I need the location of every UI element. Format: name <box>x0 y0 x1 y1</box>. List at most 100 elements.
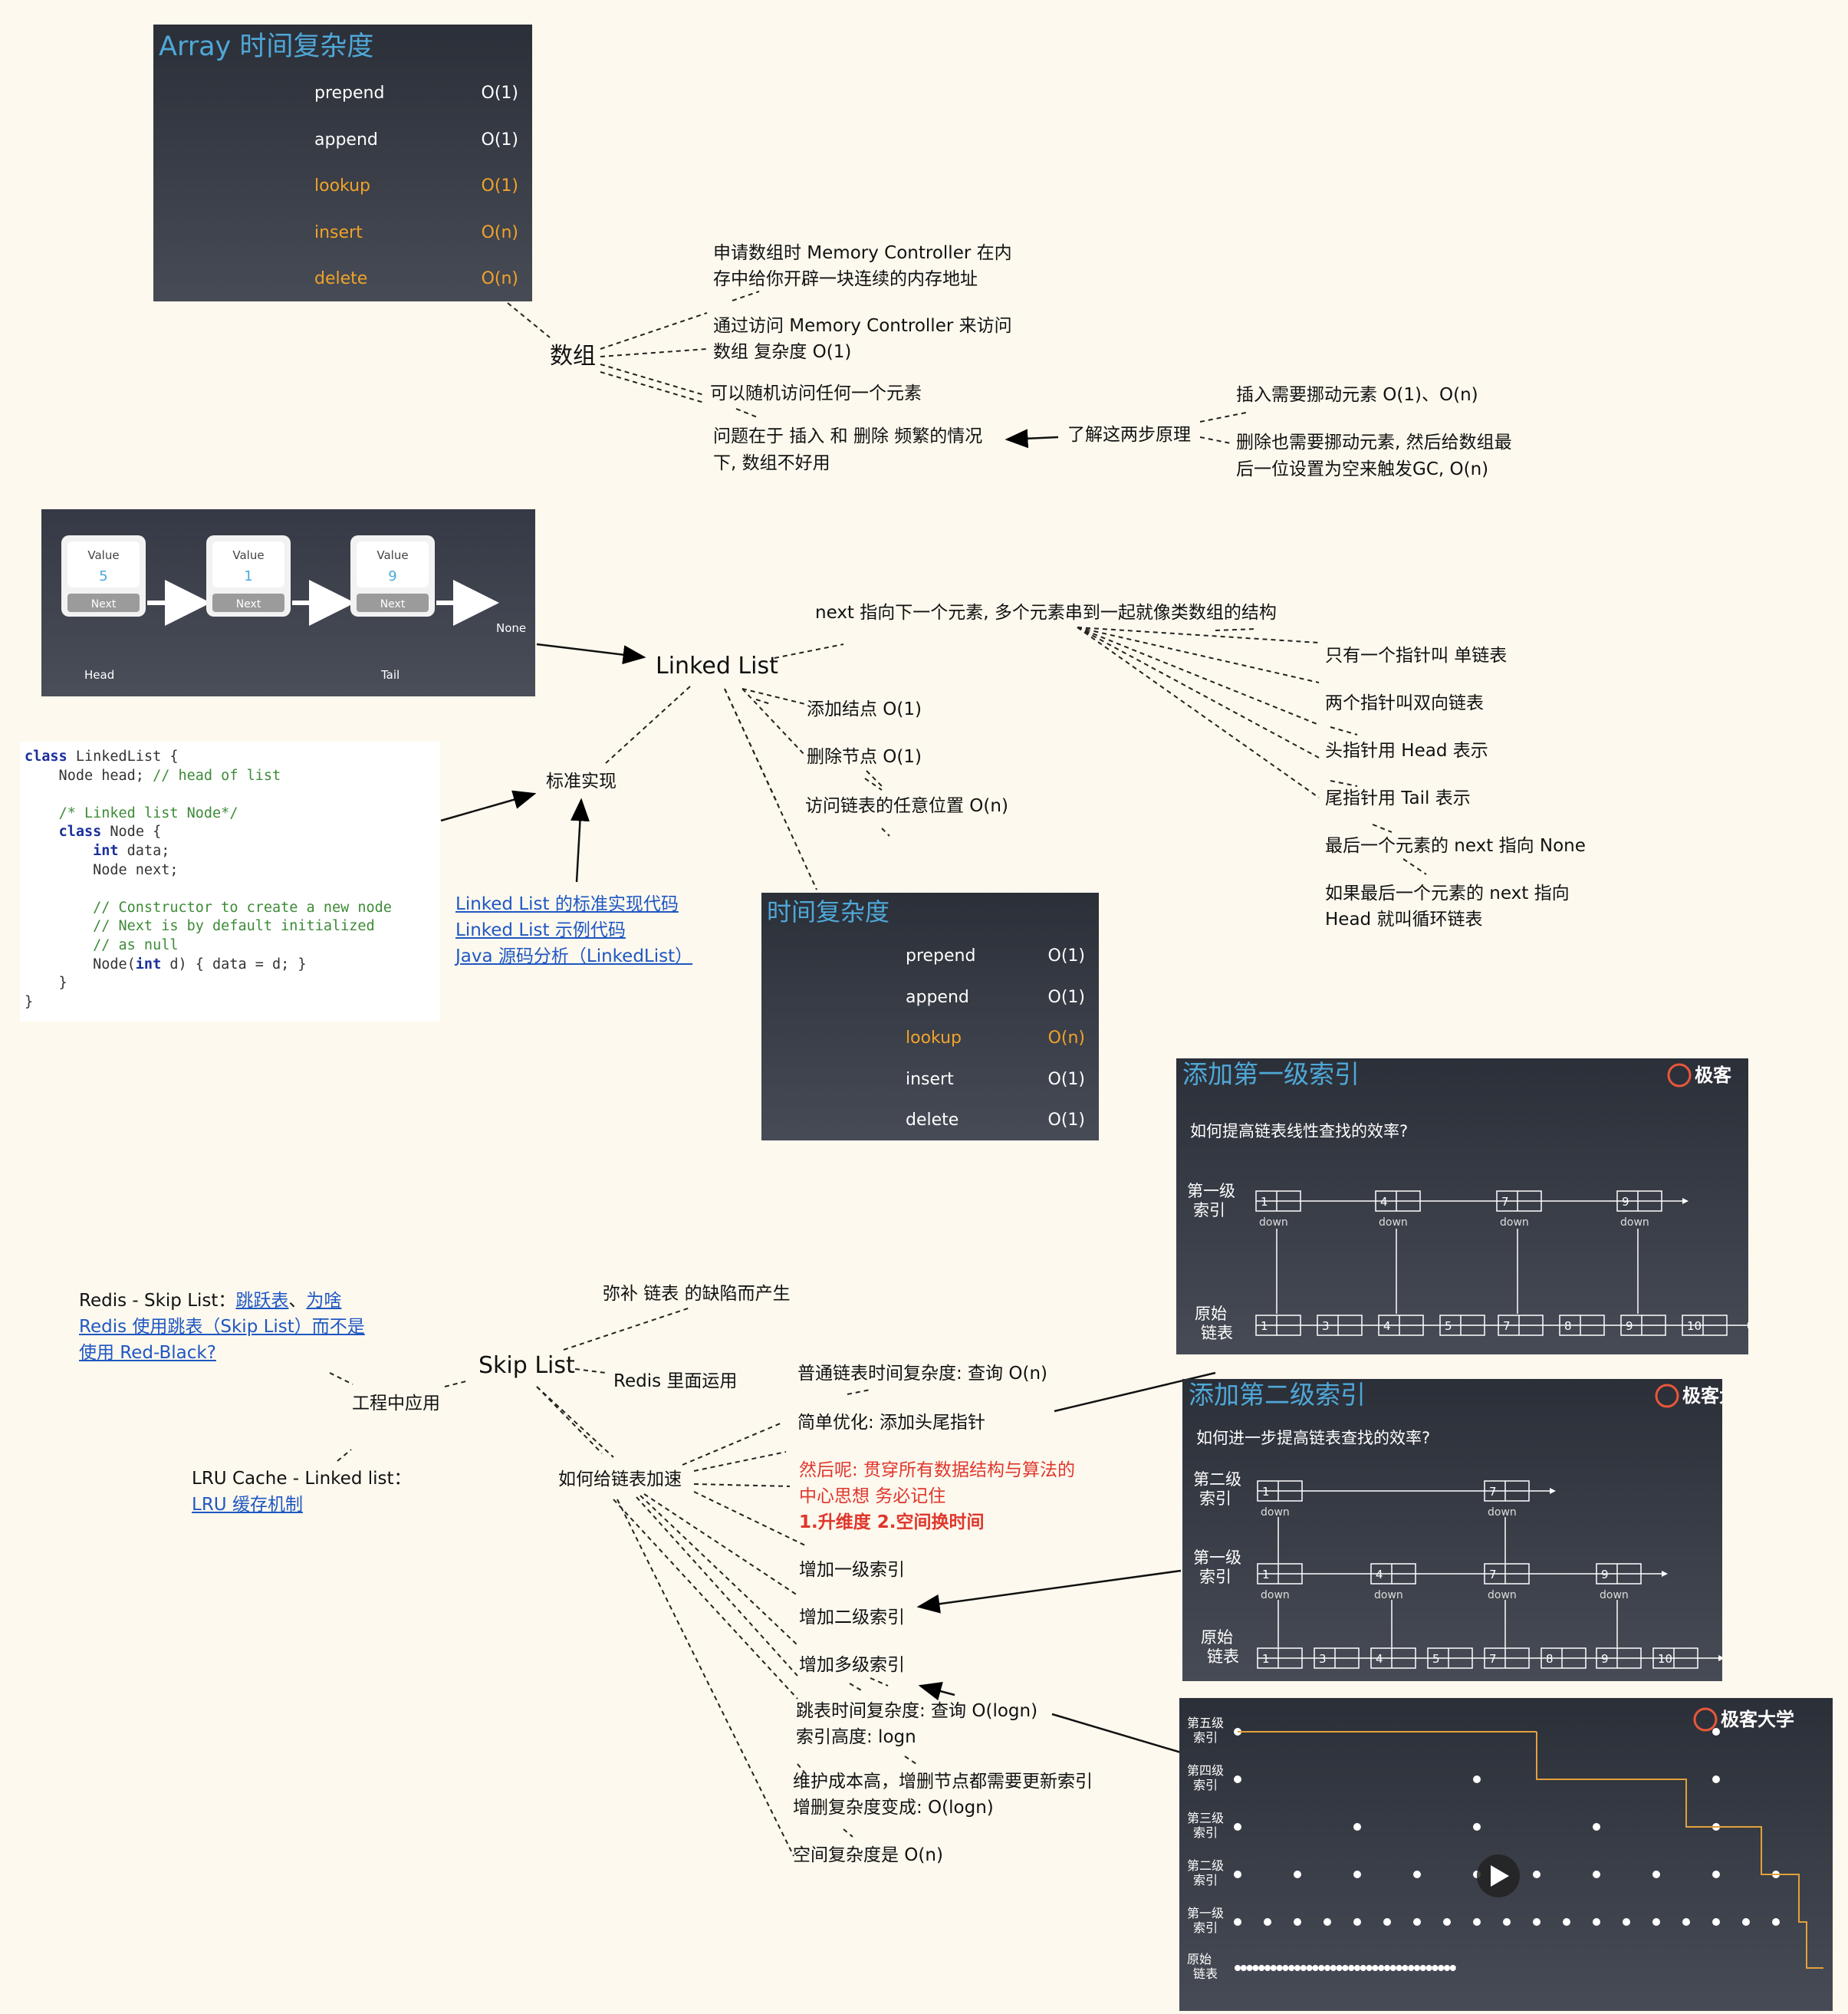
index-node <box>1375 1190 1421 1212</box>
delete-note-2: 后一位设置为空来触发GC, O(n) <box>1236 459 1489 479</box>
ll-next-cell <box>67 594 140 612</box>
base-node <box>1294 1965 1301 1971</box>
index-node <box>1712 1775 1720 1783</box>
index-node <box>1541 1647 1587 1669</box>
ll-value-label: Value <box>87 548 119 562</box>
index-node <box>1533 1871 1541 1878</box>
base-node <box>1366 1965 1373 1971</box>
ll-value-label: Value <box>377 548 408 562</box>
index-node <box>1742 1918 1750 1926</box>
array-branch-random: 可以随机访问任何一个元素 <box>710 383 922 403</box>
index-node <box>1370 1563 1416 1585</box>
base-node <box>1330 1965 1337 1971</box>
sl-time-2: 索引高度: logn <box>796 1727 916 1747</box>
level-label: 链表 <box>1193 1966 1218 1981</box>
link-java-source[interactable]: Java 源码分析（LinkedList） <box>455 946 693 966</box>
base-node <box>1240 1965 1247 1971</box>
complexity-op: append <box>906 987 969 1007</box>
array-node: 数组 <box>550 343 596 370</box>
index-node <box>1563 1918 1570 1926</box>
index-value: 4 <box>1380 1195 1388 1209</box>
code-line: Node head; // head of list <box>25 767 281 784</box>
base-node <box>1336 1965 1343 1971</box>
index-node <box>1616 1190 1662 1212</box>
link-ll-std-impl[interactable]: Linked List 的标准实现代码 <box>455 894 679 914</box>
base-node <box>1389 1965 1396 1971</box>
index-value: 4 <box>1376 1652 1383 1666</box>
array-branch-problem-2: 下, 数组不好用 <box>713 453 830 473</box>
ll-circular-2: Head 就叫循环链表 <box>1325 910 1483 930</box>
ll-none-label: None <box>496 621 526 635</box>
slide-title: Array 时间复杂度 <box>159 31 374 62</box>
base-node <box>1425 1965 1432 1971</box>
link-red-black[interactable]: 使用 Red-Black? <box>79 1343 216 1363</box>
index-node <box>1413 1918 1421 1926</box>
array-branch-problem-1: 问题在于 插入 和 删除 频繁的情况 <box>713 426 983 446</box>
ll-value-cell <box>67 541 140 587</box>
index-node <box>1257 1563 1303 1585</box>
base-node <box>1264 1965 1271 1971</box>
level-label: 链表 <box>1201 1324 1233 1342</box>
complexity-value: O(1) <box>481 130 518 150</box>
complexity-value: O(1) <box>1047 1069 1085 1089</box>
sl-redis-use: Redis 里面运用 <box>613 1371 738 1391</box>
down-label: down <box>1374 1589 1403 1601</box>
index-value: 1 <box>1261 1195 1268 1209</box>
index-value: 5 <box>1432 1652 1440 1666</box>
search-path <box>1536 1732 1823 1969</box>
down-label: down <box>1379 1216 1408 1229</box>
ll-next-label: Next <box>236 598 261 610</box>
index-node <box>1503 1918 1511 1926</box>
level-label: 第五级 <box>1187 1716 1224 1730</box>
ll-next-label: Next <box>91 598 117 610</box>
array-branch-memory-2: 存中给你开辟一块连续的内存地址 <box>713 269 978 289</box>
sl-simple-opt: 简单优化: 添加头尾指针 <box>797 1413 986 1433</box>
index-node <box>1383 1918 1391 1926</box>
index-arrowhead <box>1662 1571 1668 1577</box>
index-node <box>1324 1918 1331 1926</box>
index-node <box>1353 1871 1361 1878</box>
index-node <box>1234 1918 1241 1926</box>
ll-single: 只有一个指针叫 单链表 <box>1325 646 1508 666</box>
ll-value: 1 <box>244 568 252 584</box>
index-node <box>1353 1918 1361 1926</box>
sl-engineering: 工程中应用 <box>352 1394 440 1413</box>
index-value: 9 <box>1622 1195 1629 1209</box>
complexity-value: O(1) <box>481 84 518 103</box>
code-line: } <box>25 975 67 992</box>
ll-value-cell <box>357 541 429 587</box>
index-node <box>1484 1563 1530 1585</box>
complexity-op: delete <box>314 269 368 288</box>
level-label: 索引 <box>1193 1778 1218 1792</box>
link-ll-example[interactable]: Linked List 示例代码 <box>455 920 626 940</box>
index-node <box>1484 1647 1530 1669</box>
link-lru[interactable]: LRU 缓存机制 <box>192 1495 303 1515</box>
down-label: down <box>1261 1589 1290 1601</box>
sl-maint-2: 增删复杂度变成: O(logn) <box>793 1798 994 1818</box>
sl-multi: 增加多级索引 <box>799 1655 905 1675</box>
code-line: // as null <box>93 936 179 953</box>
index-node <box>1712 1871 1720 1878</box>
link-skip-table[interactable]: 跳跃表 <box>235 1291 289 1311</box>
base-node <box>1282 1965 1289 1971</box>
ll-last-none: 最后一个元素的 next 指向 None <box>1325 836 1586 856</box>
link-redis-skiplist[interactable]: Redis 使用跳表（Skip List）而不是 <box>79 1317 365 1337</box>
base-node <box>1438 1965 1445 1971</box>
ll-double: 两个指针叫双向链表 <box>1325 693 1484 713</box>
link-why[interactable]: 为啥 <box>306 1291 342 1311</box>
ll-next-desc: next 指向下一个元素, 多个元素串到一起就像类数组的结构 <box>815 603 1277 623</box>
complexity-op: insert <box>906 1069 954 1089</box>
index-value: 7 <box>1489 1485 1497 1499</box>
base-node <box>1408 1965 1415 1971</box>
sl-core-3: 1.升维度 2.空间换时间 <box>799 1512 985 1532</box>
index-value: 7 <box>1489 1652 1497 1666</box>
index-node <box>1473 1918 1481 1926</box>
index-node <box>1264 1918 1271 1926</box>
ll-add: 添加结点 O(1) <box>807 699 922 719</box>
level-label: 原始 <box>1187 1952 1212 1966</box>
base-node <box>1342 1965 1349 1971</box>
code-line <box>25 880 440 899</box>
second-index-svg: 添加第二级索引极客大如何进一步提高链表查找的效率?第二级索引第一级索引原始链表1… <box>1189 1380 1738 1669</box>
index-value: 10 <box>1658 1652 1672 1666</box>
index-node <box>1427 1647 1473 1669</box>
